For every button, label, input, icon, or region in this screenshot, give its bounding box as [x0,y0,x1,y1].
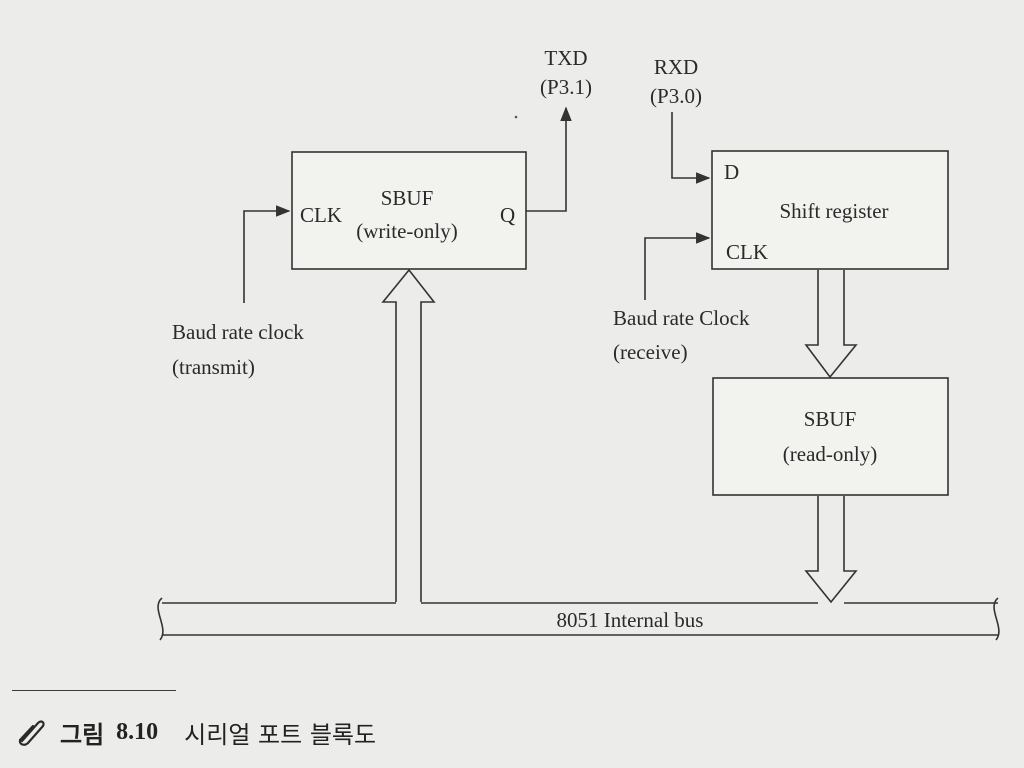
sbuf-write-mode: (write-only) [356,219,458,243]
baud-transmit-line [243,205,291,303]
txd-pin-name: TXD [544,46,588,70]
figure-number: 8.10 [116,718,159,745]
rxd-pin-name: RXD [653,55,699,79]
sbuf-write-box [291,151,527,270]
baud-receive-line [644,232,711,300]
paperclip-icon [18,720,45,746]
bus-to-sbuf-write-arrow [381,268,436,602]
shift-register-d-label: D [724,160,740,184]
baud-receive-sublabel: (receive) [613,340,688,364]
figure-label: 그림 [60,720,105,749]
figure-caption: 그림 8.10 시리얼 포트 블록도 [14,712,376,752]
rxd-line [671,112,711,184]
sbuf-read-to-bus-arrow [804,496,858,604]
internal-bus-label: 8051 Internal bus [556,608,704,632]
shift-register-box [711,150,949,270]
shift-register-clk-label: CLK [726,240,768,264]
sbuf-write-title: SBUF [380,186,434,210]
internal-bus [157,597,1000,641]
sbuf-read-title: SBUF [803,407,857,431]
txd-pin-port: (P3.1) [540,75,592,99]
figure-title: 시리얼 포트 블록도 [184,720,377,749]
baud-transmit-label: Baud rate clock [172,320,304,344]
caption-divider [12,690,176,691]
shift-register-title: Shift register [779,199,889,223]
sbuf-write-q-label: Q [500,203,516,227]
rxd-pin-port: (P3.0) [650,84,702,108]
baud-transmit-sublabel: (transmit) [172,355,255,379]
sbuf-read-box [712,377,949,496]
shift-to-sbuf-read-arrow [804,270,858,379]
txd-line [526,106,572,212]
sbuf-read-mode: (read-only) [782,442,878,466]
baud-receive-label: Baud rate Clock [613,306,750,330]
sbuf-write-clk-label: CLK [300,203,342,227]
